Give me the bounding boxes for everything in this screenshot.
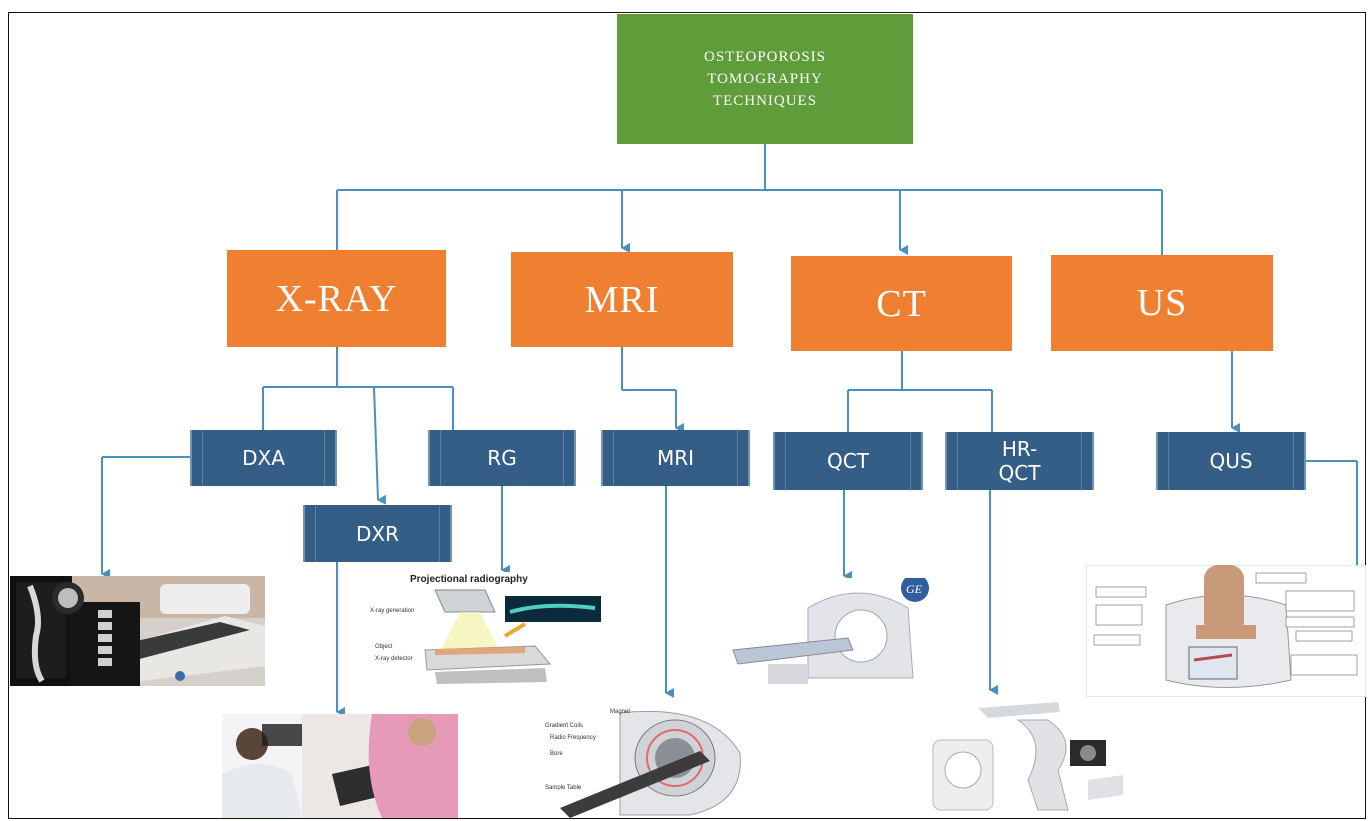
qus-device-image [1086,565,1366,697]
svg-text:Sample Table: Sample Table [545,785,582,791]
technique-qus: QUS [1156,432,1306,490]
category-ct: CT [791,256,1012,351]
hrqct-scanner-image [928,700,1124,818]
technique-hrqct: HR- QCT [945,432,1094,490]
technique-mri: MRI [601,430,750,486]
dxa-scanner-image [10,576,265,686]
svg-text:GE: GE [906,582,923,596]
root-title-line2: TOMOGRAPHY [707,71,823,87]
svg-text:X-ray generation: X-ray generation [370,608,414,614]
dxr-procedure-image [222,714,458,818]
technique-hrqct-line1: HR- [1001,437,1038,461]
category-xray: X-RAY [227,250,446,347]
technique-dxa: DXA [190,430,337,486]
technique-qct: QCT [773,432,923,490]
diagram-frame [8,12,1366,819]
svg-text:X-ray detector: X-ray detector [375,656,413,662]
category-us: US [1051,255,1273,351]
radiography-caption: Projectional radiography [410,574,528,585]
radiography-diagram-image: Projectional radiography X-ray generatio… [365,572,607,684]
svg-text:Gradient Coils: Gradient Coils [545,723,583,729]
technique-dxr: DXR [303,505,452,562]
root-title-line1: OSTEOPOROSIS [703,49,827,65]
svg-text:Bore: Bore [550,751,563,757]
svg-text:Object: Object [375,644,393,650]
root-title-line3: TECHNIQUES [712,93,818,109]
svg-text:Magnet: Magnet [610,709,630,715]
technique-rg: RG [428,430,576,486]
qct-scanner-image: GE [728,578,950,688]
root-node: OSTEOPOROSIS TOMOGRAPHY TECHNIQUES [617,14,913,144]
category-mri: MRI [511,252,733,347]
technique-hrqct-line2: QCT [998,461,1041,485]
svg-text:Radio Frequency: Radio Frequency [550,735,596,741]
